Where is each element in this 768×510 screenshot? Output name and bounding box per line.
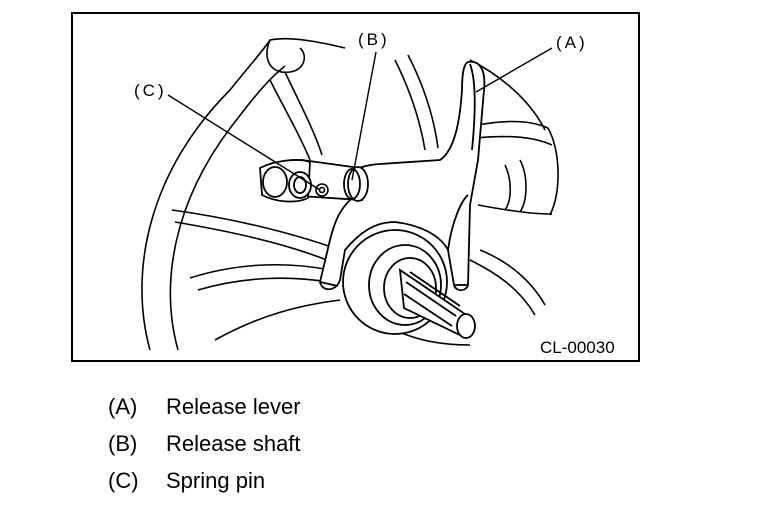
callout-c: (C) [134,81,167,100]
legend-item: (C) Spring pin [108,462,301,499]
legend-key: (C) [108,467,139,493]
callout-a: (A) [556,33,588,52]
release-lever [319,60,486,292]
leader-a [475,47,553,93]
leader-c [167,94,321,191]
figure-code: CL-00030 [540,338,615,357]
legend-label: Spring pin [166,467,266,493]
release-shaft [259,158,369,203]
legend-item: (A) Release lever [108,388,301,425]
legend-key: (B) [108,430,138,456]
clutch-release-diagram: (A) (B) (C) CL-00030 [71,12,640,362]
spring-pin [315,183,329,197]
transmission-housing [141,37,559,351]
legend: (A) Release lever (B) Release shaft (C) … [108,388,301,499]
leader-lines [167,47,553,191]
callout-b: (B) [358,30,390,49]
legend-label: Release shaft [166,430,301,456]
legend-item: (B) Release shaft [108,425,301,462]
leader-b [351,51,377,181]
legend-label: Release lever [166,393,301,419]
input-shaft [342,229,476,340]
legend-key: (A) [108,393,138,419]
